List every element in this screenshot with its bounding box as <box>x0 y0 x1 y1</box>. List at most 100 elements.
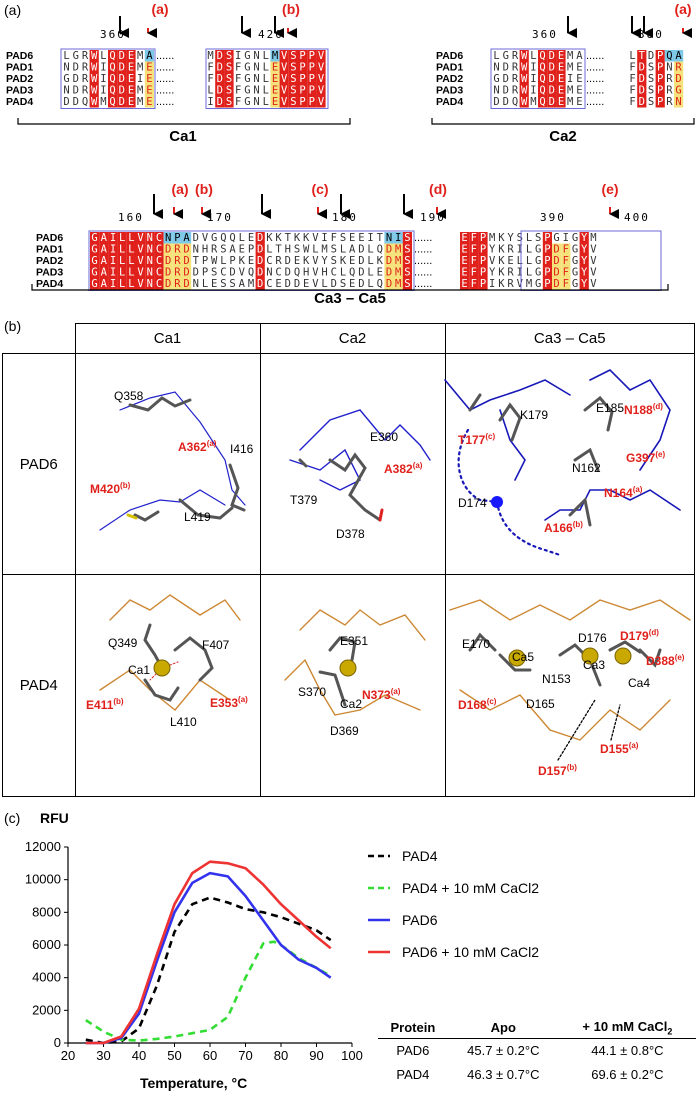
aln-residue: D <box>165 278 171 290</box>
aln-residue: S <box>290 73 296 85</box>
aln-cell <box>561 243 571 255</box>
aln-residue: Y <box>321 255 328 267</box>
aln-row-name: PAD6 <box>436 50 463 62</box>
aln-residue: M <box>526 278 532 290</box>
aln-residue: E <box>272 73 278 85</box>
aln-cell <box>674 61 684 73</box>
aln-cell <box>561 278 571 290</box>
aln-gap: ...... <box>586 85 604 97</box>
aln-residue: P <box>309 96 315 108</box>
aln-cell <box>519 61 529 73</box>
aln-residue: Q <box>539 96 545 108</box>
aln-cell <box>136 278 146 290</box>
label-d369: D369 <box>330 724 359 738</box>
aln-cell <box>288 73 298 85</box>
aln-residue: L <box>526 267 532 279</box>
aln-residue: P <box>657 73 663 85</box>
aln-cell <box>637 84 647 96</box>
x-tick-label: 90 <box>309 1048 323 1063</box>
aln-cell <box>108 266 118 278</box>
aln-cell <box>552 255 562 267</box>
aln-residue: N <box>253 50 259 62</box>
aln-residue: D <box>119 73 125 85</box>
aln-residue: L <box>239 232 245 244</box>
aln-residue: D <box>73 85 79 97</box>
aln-residue: P <box>202 267 208 279</box>
aln-cell <box>215 96 225 108</box>
aln-cell <box>478 243 488 255</box>
aln-residue: S <box>404 244 410 256</box>
row-label-pad6: PAD6 <box>2 353 76 575</box>
aln-cell <box>547 61 557 73</box>
label-a382: A382(a) <box>384 461 423 476</box>
aln-residue: C <box>156 255 162 267</box>
aln-residue: S <box>648 85 654 97</box>
label-n164: N164(a) <box>604 485 643 500</box>
aln-cell <box>89 61 99 73</box>
aln-cell <box>136 255 146 267</box>
aln-tick: 360 <box>532 28 558 41</box>
aln-residue: P <box>480 278 486 290</box>
aln-residue: D <box>358 267 364 279</box>
aln-residue: R <box>82 85 89 97</box>
aln-residue: P <box>229 255 235 267</box>
aln-cell <box>674 96 684 108</box>
x-tick-label: 60 <box>203 1048 217 1063</box>
aln-cell <box>182 278 192 290</box>
aln-cell <box>547 96 557 108</box>
aln-gap: ...... <box>414 255 432 267</box>
aln-cell <box>579 243 589 255</box>
series-line-0 <box>85 896 332 1045</box>
aln-residue: V <box>318 85 325 97</box>
aln-residue: Q <box>539 62 545 74</box>
table-header-ca: + 10 mM CaCl2 <box>582 1019 673 1037</box>
aln-residue: Q <box>539 85 545 97</box>
aln-residue: L <box>119 232 125 244</box>
aln-residue: R <box>507 278 514 290</box>
aln-cell <box>316 61 326 73</box>
aln-residue: L <box>207 85 213 97</box>
aln-residue: G <box>503 50 509 62</box>
aln-residue: F <box>563 267 569 279</box>
aln-cell <box>117 84 127 96</box>
aln-cell <box>172 278 182 290</box>
aln-residue: E <box>358 232 364 244</box>
aln-residue: E <box>248 232 254 244</box>
aln-residue: D <box>217 62 223 74</box>
aln-cell <box>469 266 479 278</box>
aln-residue: G <box>244 50 250 62</box>
aln-residue: E <box>349 278 355 290</box>
aln-cell <box>215 61 225 73</box>
aln-cell <box>99 243 109 255</box>
aln-residue: M <box>207 50 213 62</box>
aln-residue: F <box>207 62 213 74</box>
aln-cell <box>144 73 154 85</box>
pad4-ca35-structure <box>449 599 691 761</box>
aln-cell <box>664 50 674 62</box>
aln-residue: I <box>110 278 116 290</box>
aln-cell <box>117 266 127 278</box>
aln-cell <box>402 266 412 278</box>
aln-residue: N <box>253 73 259 85</box>
aln-cell <box>519 50 529 62</box>
aln-residue: R <box>666 85 673 97</box>
aln-residue: K <box>498 232 505 244</box>
aln-cell <box>224 84 234 96</box>
aln-residue: D <box>257 232 263 244</box>
aln-cell <box>136 243 146 255</box>
aln-residue: E <box>146 96 152 108</box>
pad6-ca35-structure <box>444 369 681 557</box>
aln-cell <box>556 50 566 62</box>
y-tick-label: 6000 <box>32 937 61 952</box>
aln-residue: C <box>266 278 272 290</box>
aln-residue: L <box>340 244 346 256</box>
aln-residue: Q <box>666 50 672 62</box>
aln-cell <box>279 96 289 108</box>
aln-residue: W <box>521 62 528 74</box>
pad6-ca1-structure <box>99 391 246 531</box>
aln-residue: D <box>549 96 555 108</box>
aln-cell <box>469 255 479 267</box>
aln-marker: (a) <box>151 1 168 17</box>
aln-cell <box>279 73 289 85</box>
aln-residue: S <box>226 62 232 74</box>
